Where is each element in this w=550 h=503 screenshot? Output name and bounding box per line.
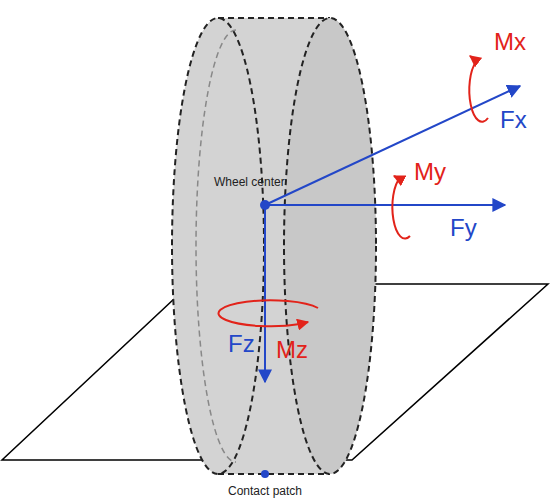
- mx-arc: [469, 62, 488, 122]
- wheel-center-dot: [260, 200, 270, 210]
- moment-label: Mz: [276, 338, 308, 362]
- wheel-body: [172, 18, 376, 474]
- mz-arc: [219, 300, 318, 326]
- moment-label: Mx: [494, 30, 526, 54]
- my-arc: [392, 178, 410, 239]
- contact-patch-dot: [261, 470, 269, 478]
- moment-label: My: [414, 160, 446, 184]
- fx-arrow: [265, 86, 520, 205]
- wheel-front-rim: [284, 18, 376, 474]
- contact-patch-label: Contact patch: [228, 485, 302, 497]
- wheel-back-rim: [172, 18, 264, 474]
- wheel-center-label: Wheel center: [214, 176, 285, 188]
- fz-arrow: [264, 205, 266, 382]
- force-label: Fx: [500, 108, 527, 132]
- force-label: Fz: [228, 332, 255, 356]
- fy-arrow: [265, 204, 505, 206]
- force-label: Fy: [450, 216, 477, 240]
